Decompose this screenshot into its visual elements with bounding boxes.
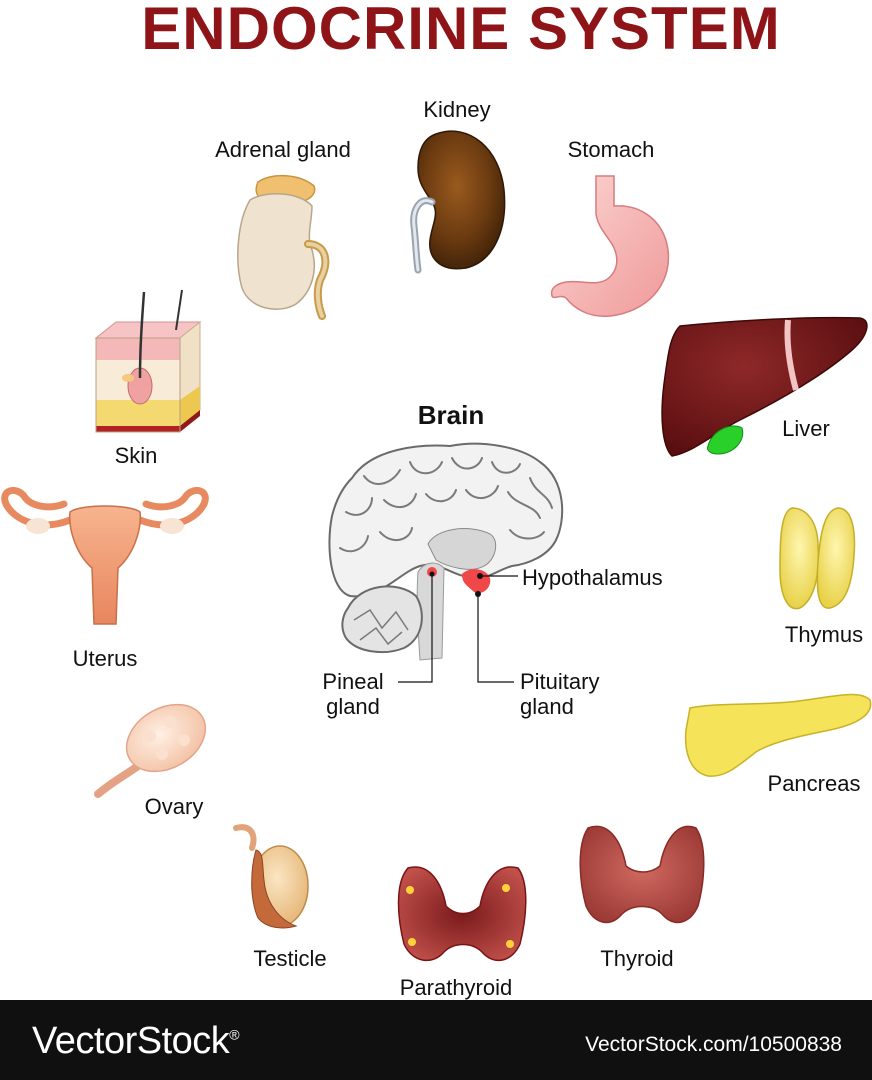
stomach-illustration [550, 175, 670, 317]
label-liver: Liver [782, 416, 830, 441]
watermark-id: VectorStock.com/10500838 [585, 1033, 842, 1056]
label-testicle: Testicle [253, 946, 327, 971]
thymus-illustration [779, 507, 856, 610]
watermark-bar: VectorStock® VectorStock.com/10500838 [0, 1000, 872, 1080]
label-uterus: Uterus [72, 646, 138, 671]
label-pituitary-line1: Pituitary [520, 669, 600, 694]
adrenal-gland-illustration [237, 174, 330, 320]
ovary-illustration [94, 703, 207, 798]
liver-illustration [661, 316, 868, 457]
label-thyroid: Thyroid [600, 946, 674, 971]
testicle-illustration [233, 824, 309, 929]
skin-illustration [94, 289, 202, 433]
trademark-symbol: ® [229, 1026, 240, 1043]
label-hypothalamus: Hypothalamus [522, 565, 663, 590]
label-kidney: Kidney [423, 97, 491, 122]
label-pituitary-line2: gland [520, 694, 574, 719]
thyroid-illustration [579, 825, 705, 924]
label-pancreas: Pancreas [767, 771, 861, 796]
label-ovary: Ovary [144, 794, 204, 819]
brain-title: Brain [417, 400, 485, 430]
parathyroid-illustration [397, 866, 527, 962]
label-parathyroid: Parathyroid [399, 975, 513, 1000]
organ-illustrations [1, 130, 872, 962]
label-thymus: Thymus [784, 622, 864, 647]
label-pineal-line2: gland [326, 694, 380, 719]
brain-illustration [328, 442, 564, 683]
watermark-brand: VectorStock [32, 1020, 230, 1062]
watermark-logo: VectorStock® [32, 1020, 240, 1063]
page-title: ENDOCRINE SYSTEM [141, 0, 781, 62]
uterus-illustration [1, 486, 209, 625]
label-stomach: Stomach [567, 137, 655, 162]
label-pineal-line1: Pineal [322, 669, 384, 694]
pancreas-illustration [684, 693, 872, 777]
label-skin: Skin [114, 443, 158, 468]
label-adrenal-gland: Adrenal gland [215, 137, 351, 162]
kidney-illustration [410, 130, 506, 274]
